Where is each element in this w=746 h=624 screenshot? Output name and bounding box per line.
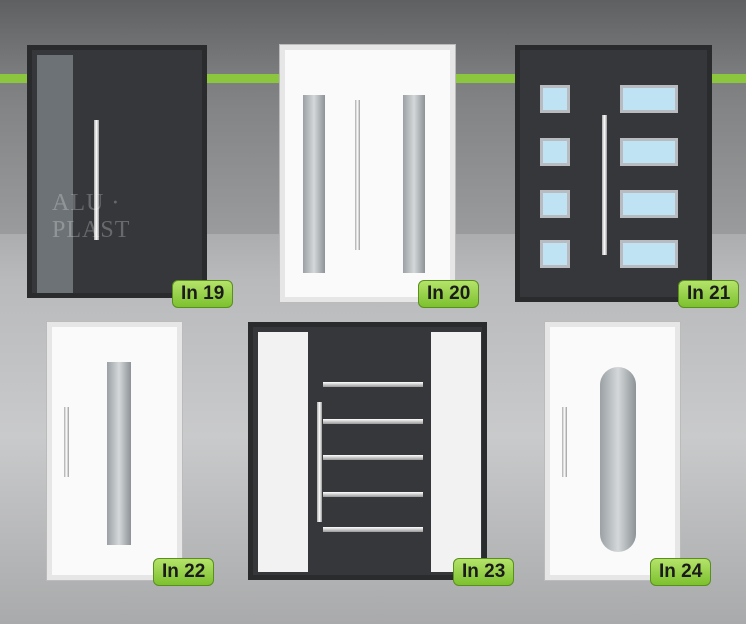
model-label: In 19	[172, 280, 234, 308]
steel-bar	[323, 492, 423, 497]
window	[620, 138, 678, 166]
door-handle	[317, 402, 322, 522]
door-handle	[94, 120, 99, 240]
watermark: ALU · PLAST	[52, 190, 131, 243]
door-in20[interactable]	[280, 45, 455, 302]
model-label: In 21	[678, 280, 740, 308]
glass-panel	[600, 367, 636, 552]
glass-panel	[107, 362, 131, 545]
door-in24[interactable]	[545, 322, 680, 580]
model-label: In 23	[453, 558, 515, 586]
glass-panel	[303, 95, 325, 273]
door-in22[interactable]	[47, 322, 182, 580]
door-handle	[562, 407, 567, 477]
door-handle	[355, 100, 360, 250]
door-in23[interactable]	[248, 322, 487, 580]
door-in21[interactable]	[515, 45, 712, 302]
glass-panel	[403, 95, 425, 273]
window	[620, 85, 678, 113]
door-handle	[64, 407, 69, 477]
sidelight	[431, 332, 481, 572]
model-label: In 24	[650, 558, 712, 586]
window	[620, 240, 678, 268]
window	[540, 138, 570, 166]
model-label: In 22	[153, 558, 215, 586]
window	[540, 240, 570, 268]
steel-bar	[323, 527, 423, 532]
window	[620, 190, 678, 218]
steel-bar	[323, 455, 423, 460]
door-in19[interactable]: ALU · PLAST	[27, 45, 207, 298]
steel-bar	[323, 419, 423, 424]
sidelight	[258, 332, 308, 572]
window	[540, 190, 570, 218]
model-label: In 20	[418, 280, 480, 308]
steel-bar	[323, 382, 423, 387]
door-handle	[602, 115, 607, 255]
window	[540, 85, 570, 113]
sidelight	[37, 55, 73, 293]
